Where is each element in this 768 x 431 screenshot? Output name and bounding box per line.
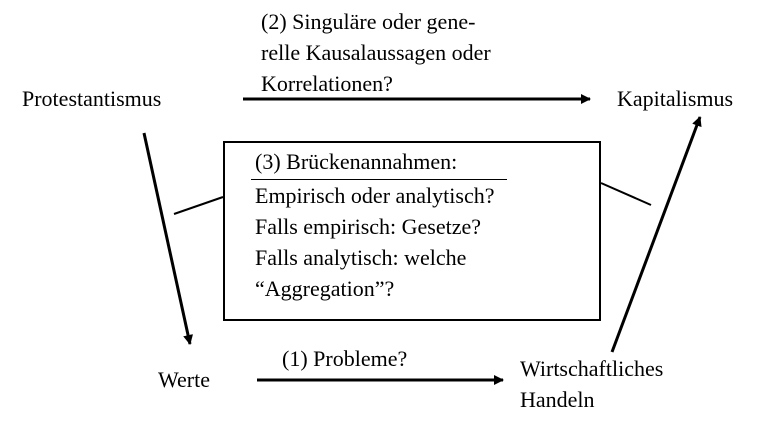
node-wirtschaftliches-line2: Handeln [520, 387, 595, 412]
arrow-protestantismus-to-werte [142, 132, 193, 345]
node-protestantismus: Protestantismus [22, 86, 162, 111]
box-line-4: “Aggregation”? [255, 276, 395, 301]
top-edge-label-line1: (2) Singuläre oder gene- [261, 9, 476, 34]
box-title: (3) Brückenannahmen: [255, 149, 458, 174]
top-edge-label-line3: Korrelationen? [261, 71, 393, 96]
box-line-1: Empirisch oder analytisch? [255, 183, 495, 208]
box-line-3: Falls analytisch: welche [255, 245, 467, 270]
box-title-underline [251, 179, 507, 180]
box-connector-right [600, 182, 652, 206]
bottom-edge-label: (1) Probleme? [282, 346, 408, 371]
box-connector-left [173, 196, 224, 215]
arrow-handeln-to-kapitalismus [610, 116, 702, 353]
top-edge-label-line2: relle Kausalaussagen oder [261, 40, 491, 65]
node-kapitalismus: Kapitalismus [617, 86, 734, 111]
box-line-2: Falls empirisch: Gesetze? [255, 214, 482, 239]
node-wirtschaftliches-line1: Wirtschaftliches [520, 356, 664, 381]
bridge-assumptions-box: (3) Brückenannahmen: Empirisch oder anal… [223, 141, 601, 321]
node-werte: Werte [158, 367, 210, 392]
